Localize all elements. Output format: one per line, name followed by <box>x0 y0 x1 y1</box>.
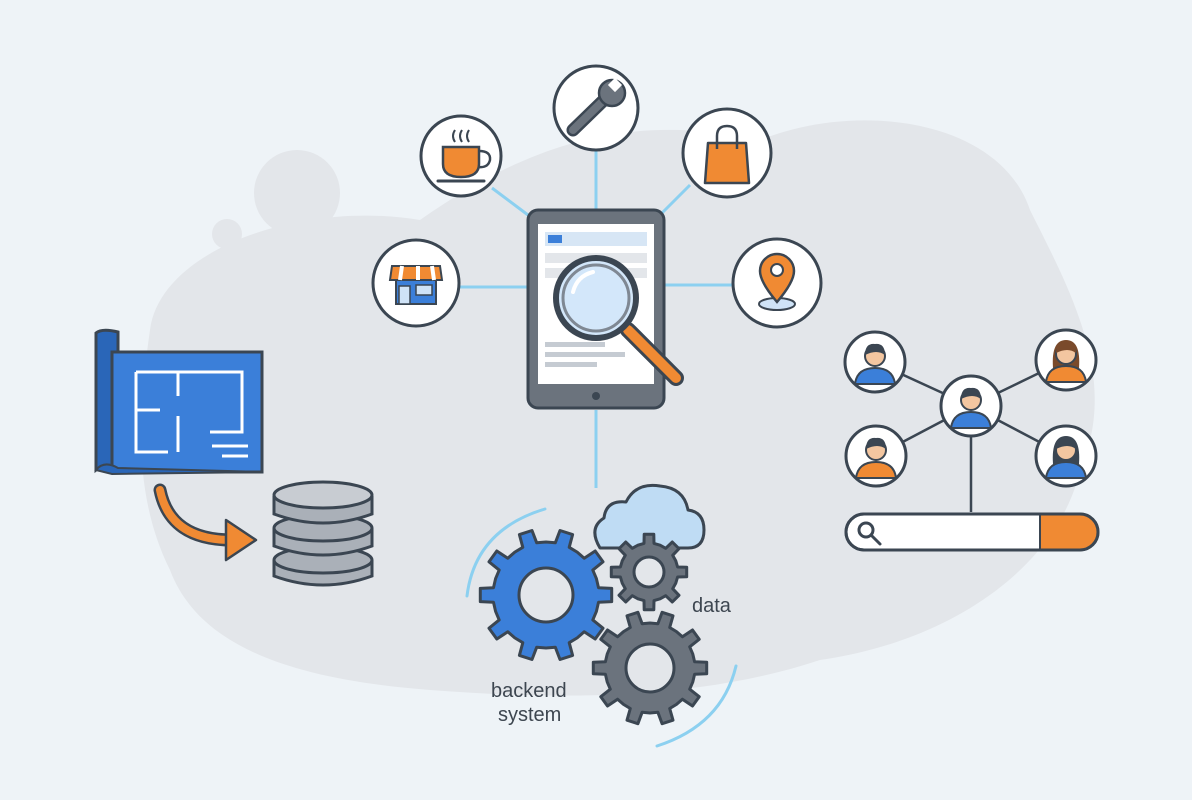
shopping-bag-icon <box>681 107 773 199</box>
decor-circle-small <box>212 219 242 249</box>
search-icon <box>857 521 882 546</box>
person-icon <box>844 424 908 488</box>
person-icon <box>843 330 907 394</box>
data-label: data <box>692 595 732 617</box>
search-bar[interactable] <box>844 512 1100 552</box>
orange-arrow-icon <box>153 483 258 562</box>
gear-icon <box>609 532 689 612</box>
person-icon <box>1034 328 1098 392</box>
coffee-cup-icon <box>419 114 503 198</box>
accent-arc-left <box>465 507 547 598</box>
decor-circle-large <box>254 150 340 236</box>
person-icon <box>939 374 1003 438</box>
connectors <box>458 150 733 488</box>
magnifying-glass-icon <box>553 255 684 386</box>
person-icon <box>1034 424 1098 488</box>
storefront-icon <box>371 238 461 328</box>
blueprint-icon <box>94 328 264 476</box>
people-network <box>843 328 1098 488</box>
cloud-icon <box>593 483 706 550</box>
connector-coffee <box>491 186 529 217</box>
wrench-icon <box>552 64 640 152</box>
gear-icon <box>591 610 709 726</box>
connector-bag <box>658 183 692 217</box>
accent-arc-right <box>655 664 738 748</box>
database-icon <box>272 480 374 587</box>
backend-label-line2: system <box>498 704 561 726</box>
backend-label-line1: backend <box>491 680 567 702</box>
location-pin-icon <box>731 237 823 329</box>
gear-icon <box>478 529 614 661</box>
